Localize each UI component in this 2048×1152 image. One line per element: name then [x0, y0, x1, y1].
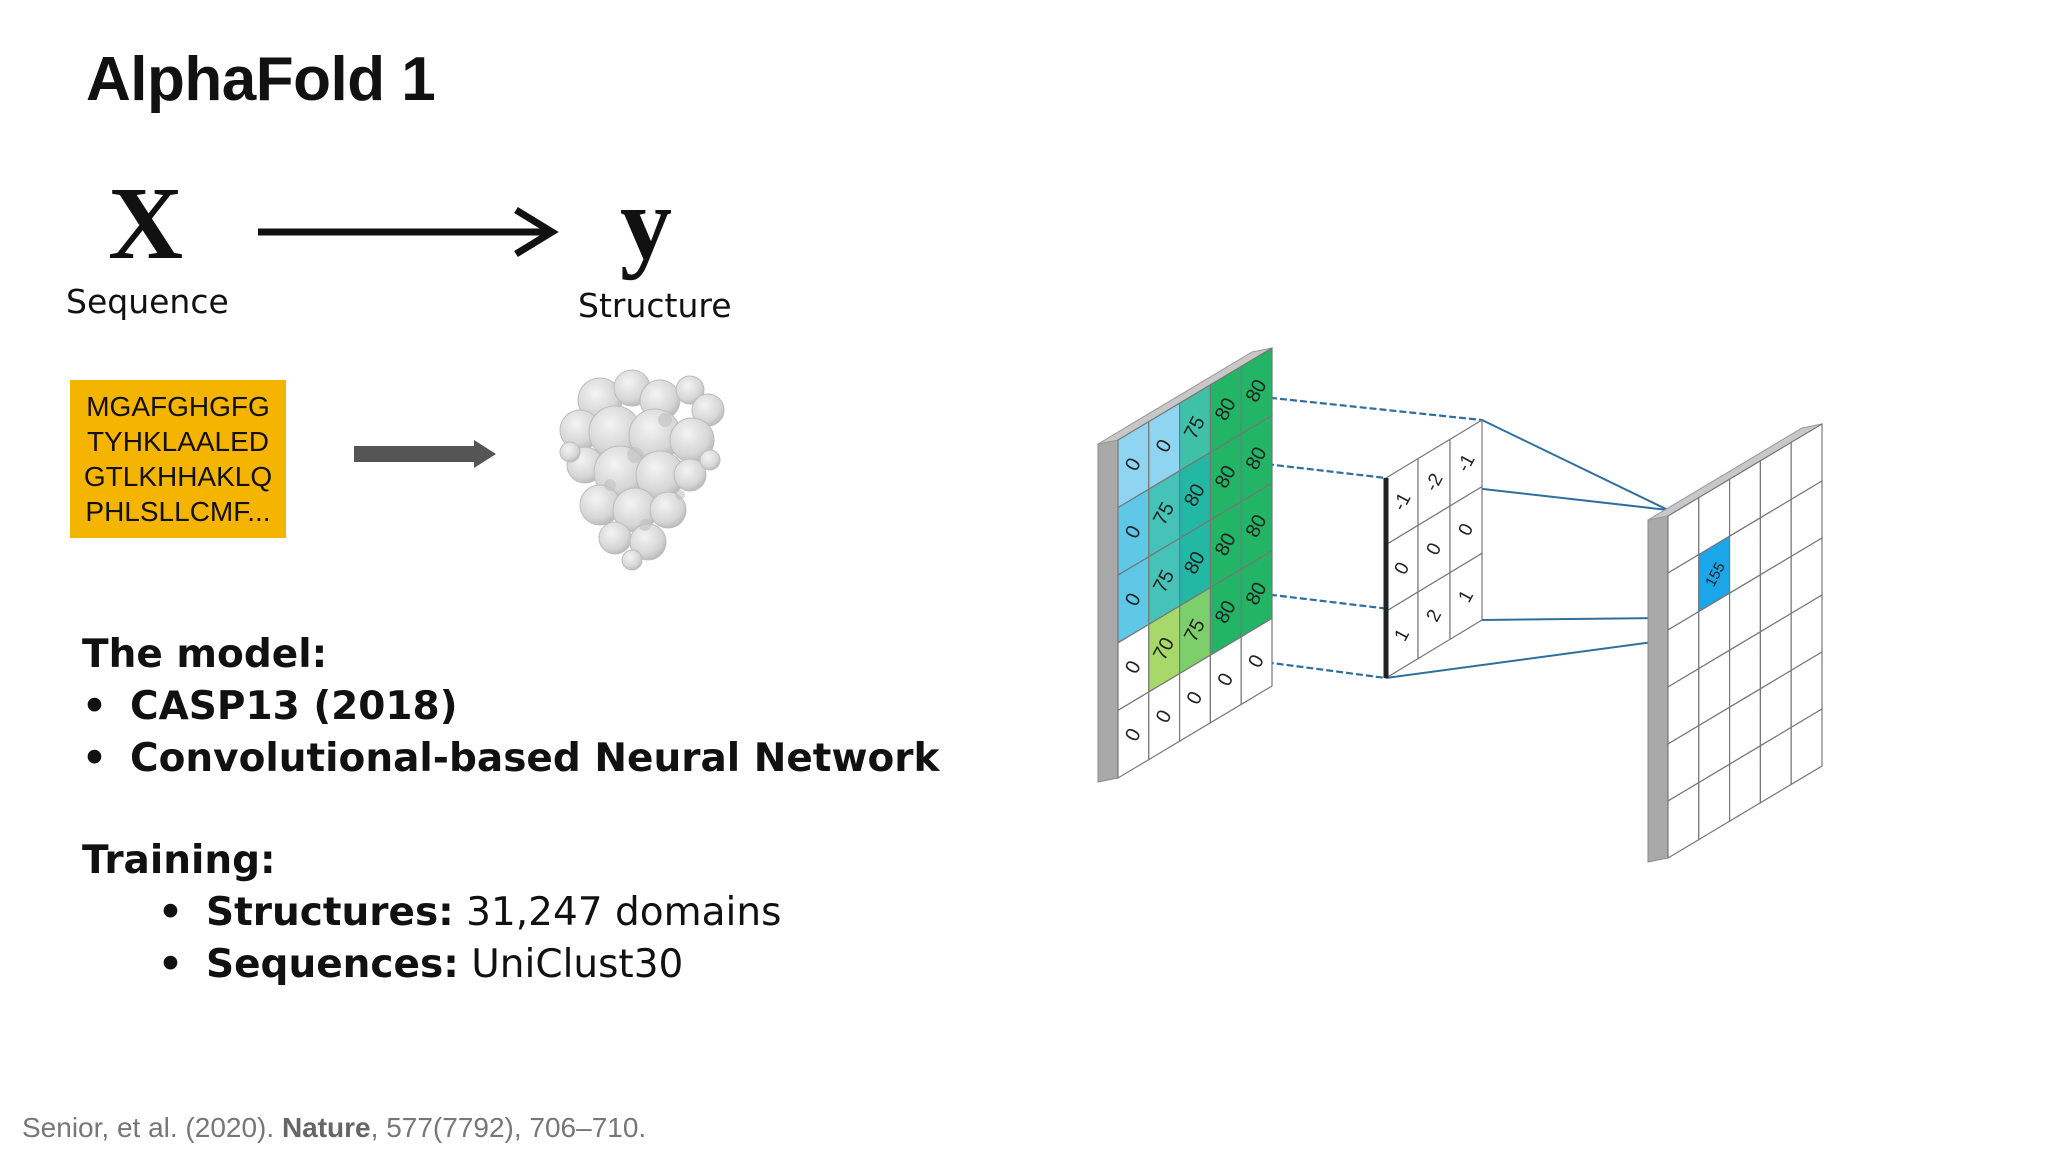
training-heading: Training:: [82, 838, 276, 883]
projection-line: [1481, 419, 1669, 511]
output-variable-y: y: [620, 166, 672, 281]
bullet-dot: •: [82, 684, 107, 729]
citation-authors: Senior, et al. (2020).: [22, 1112, 275, 1143]
output-cell: [1790, 707, 1823, 786]
projection-line: [1481, 617, 1669, 621]
model-bullet: • Convolutional-based Neural Network: [82, 736, 939, 781]
input-cell: [1240, 617, 1273, 706]
structure-label: Structure: [578, 286, 732, 325]
model-heading: The model:: [82, 632, 328, 677]
sequence-line: PHLSLLCMF...: [85, 496, 271, 527]
training-bullet-value: 31,247 domains: [466, 890, 782, 935]
input-variable-x: X: [108, 166, 184, 281]
bullet-dot: •: [158, 942, 183, 987]
output-feature-map: 155: [1647, 422, 1823, 863]
bullet-dot: •: [158, 890, 183, 935]
citation-journal: Nature: [281, 1112, 371, 1143]
model-bullet-text: Convolutional-based Neural Network: [130, 736, 940, 781]
model-bullet-text: CASP13 (2018): [130, 684, 458, 729]
sequence-box: MGAFGHGFG TYHKLAALED GTLKHHAKLQ PHLSLLCM…: [70, 380, 286, 538]
training-bullet-value: UniClust30: [471, 942, 684, 987]
projection-line: [1385, 639, 1669, 679]
training-bullet: • Sequences: UniClust30: [158, 942, 683, 987]
model-bullet: • CASP13 (2018): [82, 684, 458, 729]
citation-details: , 577(7792), 706–710.: [370, 1112, 647, 1143]
sequence-label: Sequence: [66, 282, 229, 321]
sequence-line: MGAFGHGFG: [86, 391, 270, 422]
sequence-line: GTLKHHAKLQ: [83, 461, 273, 492]
training-bullet-label: Sequences:: [206, 942, 459, 987]
input-edge: [1097, 439, 1119, 783]
citation: Senior, et al. (2020). Nature, 577(7792)…: [22, 1112, 646, 1144]
output-edge: [1647, 515, 1669, 863]
protein-structure-image: [559, 369, 725, 571]
kernel-cell: [1449, 552, 1483, 641]
bullet-dot: •: [82, 736, 107, 781]
x-to-y-arrow: [258, 207, 559, 257]
training-bullet-label: Structures:: [206, 890, 454, 935]
sequence-to-structure-arrow: [354, 440, 496, 468]
training-bullet: • Structures: 31,247 domains: [158, 890, 781, 935]
slide-title: AlphaFold 1: [86, 45, 436, 114]
sequence-line: TYHKLAALED: [86, 426, 270, 457]
